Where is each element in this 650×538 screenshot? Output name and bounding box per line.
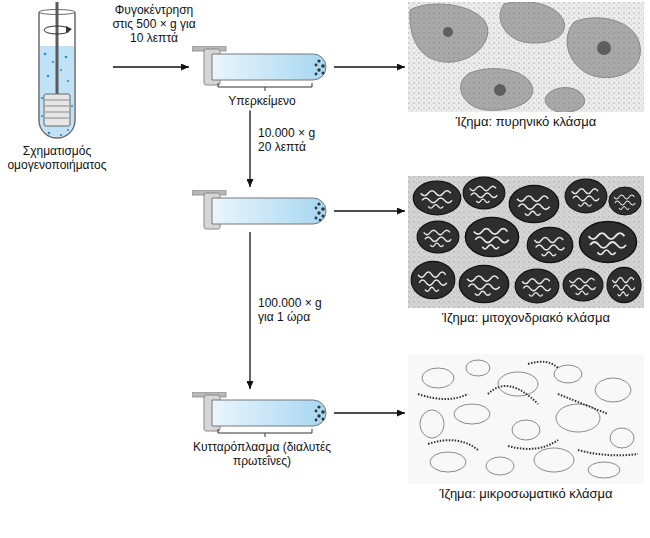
centrifuge-tube-picture <box>192 46 332 92</box>
micrograph: Ίζημα: μιτοχονδριακό κλάσμα <box>408 176 644 326</box>
micrograph-art <box>408 354 644 484</box>
centrifuge-tube-art <box>192 46 326 91</box>
step-label: Φυγοκέντρηση στις 500 × g για 10 λεπτά <box>112 3 196 45</box>
node-caption: Ίζημα: πυρηνικό κλάσμα <box>408 112 644 130</box>
micrograph-picture <box>408 176 644 308</box>
centrifuge-tube-art <box>192 392 326 437</box>
step-label: 100.000 × g για 1 ώρα <box>258 296 330 324</box>
homogenizer-tube-picture <box>3 2 111 142</box>
centrifuge-tube-picture <box>192 392 332 438</box>
centrifuge-tube <box>192 190 332 230</box>
homogenizer-tube-art <box>39 2 75 138</box>
flow-arrow <box>334 210 405 211</box>
flow-arrow <box>249 110 250 187</box>
node-caption: Ίζημα: μικροσωματικό κλάσμα <box>408 484 644 502</box>
centrifuge-tube-picture <box>192 190 332 230</box>
homogenizer-tube: Σχηματισμός ομογενοποιήματος <box>3 2 111 173</box>
centrifuge-tube: Υπερκείμενο <box>192 46 332 108</box>
flow-arrow <box>334 66 405 67</box>
micrograph: Ίζημα: μικροσωματικό κλάσμα <box>408 354 644 502</box>
micrograph-art <box>408 176 644 308</box>
micrograph-picture <box>408 354 644 484</box>
node-caption: Κυτταρόπλασμα (διαλυτές πρωτεΐνες) <box>192 438 332 469</box>
micrograph-art <box>408 2 644 112</box>
node-caption: Σχηματισμός ομογενοποιήματος <box>3 142 111 173</box>
flow-arrow <box>334 412 405 413</box>
centrifuge-tube-art <box>192 190 326 229</box>
micrograph: Ίζημα: πυρηνικό κλάσμα <box>408 2 644 130</box>
micrograph-picture <box>408 2 644 112</box>
node-caption: Υπερκείμενο <box>192 92 332 108</box>
step-label: 10.000 × g 20 λεπτά <box>258 126 324 154</box>
centrifuge-tube: Κυτταρόπλασμα (διαλυτές πρωτεΐνες) <box>192 392 332 469</box>
flow-arrow <box>249 232 250 389</box>
flow-arrow <box>113 66 189 67</box>
node-caption: Ίζημα: μιτοχονδριακό κλάσμα <box>408 308 644 326</box>
